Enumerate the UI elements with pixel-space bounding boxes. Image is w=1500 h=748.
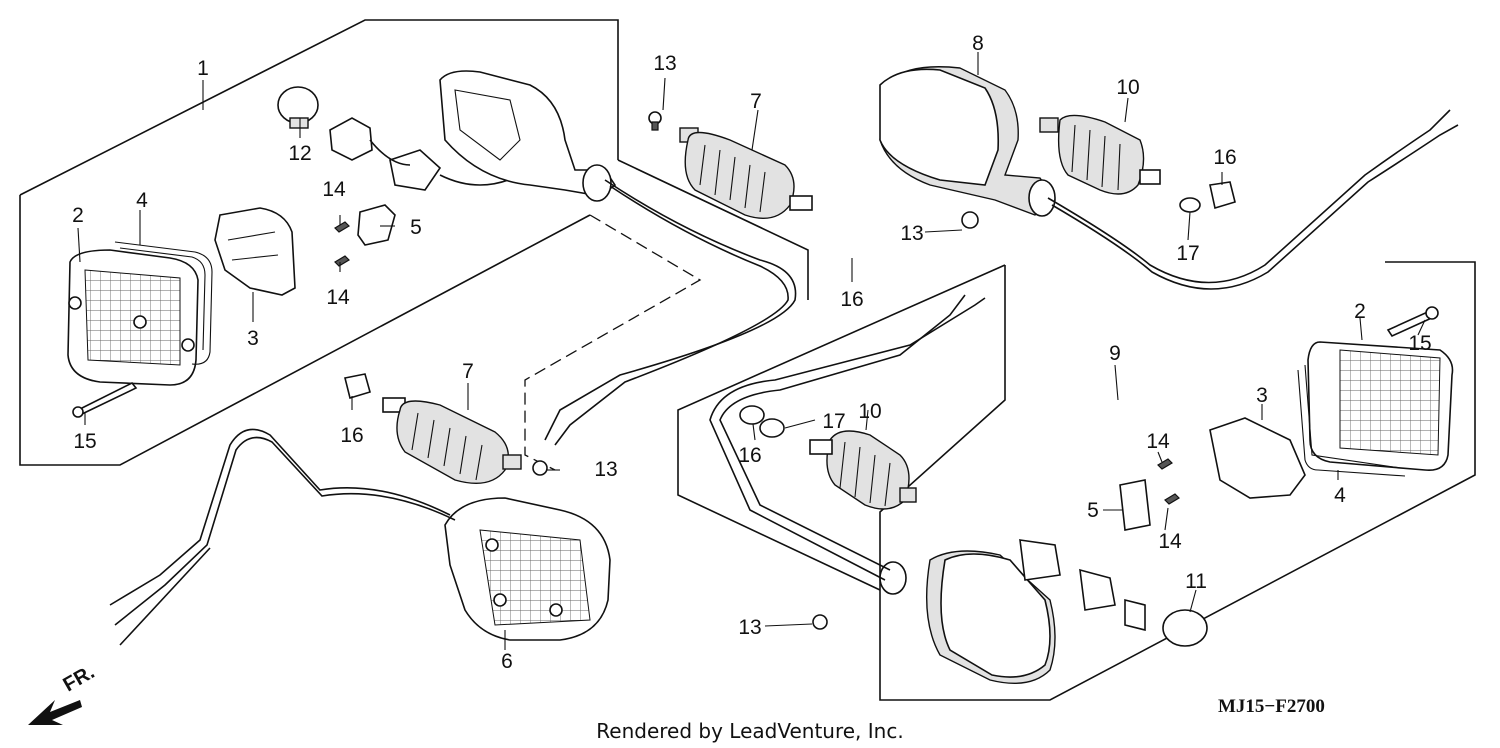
front-direction-arrow: FR. [28, 661, 98, 725]
lower-right-turn-signal [709, 294, 1454, 685]
callout-16-a: 16 [340, 424, 363, 447]
callout-9: 9 [1109, 342, 1121, 365]
direction-label: FR. [60, 661, 99, 696]
group-box-9 [879, 261, 1476, 701]
callout-15-right: 15 [1408, 332, 1431, 355]
callout-5-left: 5 [410, 216, 422, 239]
callout-15-left: 15 [73, 430, 96, 453]
callout-16-c: 16 [840, 288, 863, 311]
callout-13-c: 13 [900, 222, 923, 245]
group-box-1-right [617, 159, 809, 300]
callout-14-b: 14 [326, 286, 350, 309]
footer-credit: Rendered by LeadVenture, Inc. [596, 719, 903, 743]
callout-7-upper: 7 [750, 90, 762, 113]
callout-16-b: 16 [1213, 146, 1236, 169]
callout-14-d: 14 [1158, 530, 1182, 553]
callout-10-upper: 10 [1116, 76, 1139, 99]
callout-4-right: 4 [1334, 484, 1346, 507]
callout-11: 11 [1185, 570, 1207, 593]
group-box-1 [19, 19, 619, 196]
upper-right-turn-signal [879, 66, 1459, 290]
rubber-mount-upper [648, 111, 813, 219]
callout-12: 12 [288, 142, 311, 165]
lower-left-turn-signal [109, 428, 611, 646]
diagram-code: MJ15−F2700 [1218, 696, 1325, 717]
callouts: 1 2 4 3 12 14 14 5 15 13 7 16 7 13 6 8 1… [72, 32, 1432, 673]
group-box-9-left [677, 264, 1006, 591]
callout-8: 8 [972, 32, 984, 55]
callout-10-lower: 10 [858, 400, 881, 423]
callout-4-left: 4 [136, 189, 148, 212]
callout-13-b: 13 [594, 458, 617, 481]
callout-17-b: 17 [822, 410, 845, 433]
callout-13-d: 13 [738, 616, 761, 639]
callout-6: 6 [501, 650, 513, 673]
leader-lines [77, 52, 1426, 650]
callout-14-a: 14 [322, 178, 346, 201]
dashed-box-left [524, 214, 702, 471]
callout-3-left: 3 [247, 327, 259, 350]
upper-left-turn-signal [67, 70, 797, 446]
rubber-mount-lower [344, 373, 548, 484]
callout-13-a: 13 [653, 52, 676, 75]
callout-2-left: 2 [72, 204, 84, 227]
callout-2-right: 2 [1354, 300, 1366, 323]
callout-5-right: 5 [1087, 499, 1099, 522]
callout-1: 1 [197, 57, 209, 80]
callout-17-a: 17 [1176, 242, 1199, 265]
callout-7-lower: 7 [462, 360, 474, 383]
group-box-1-lower [19, 195, 591, 466]
callout-14-c: 14 [1146, 430, 1170, 453]
callout-3-right: 3 [1256, 384, 1268, 407]
callout-16-d: 16 [738, 444, 761, 467]
